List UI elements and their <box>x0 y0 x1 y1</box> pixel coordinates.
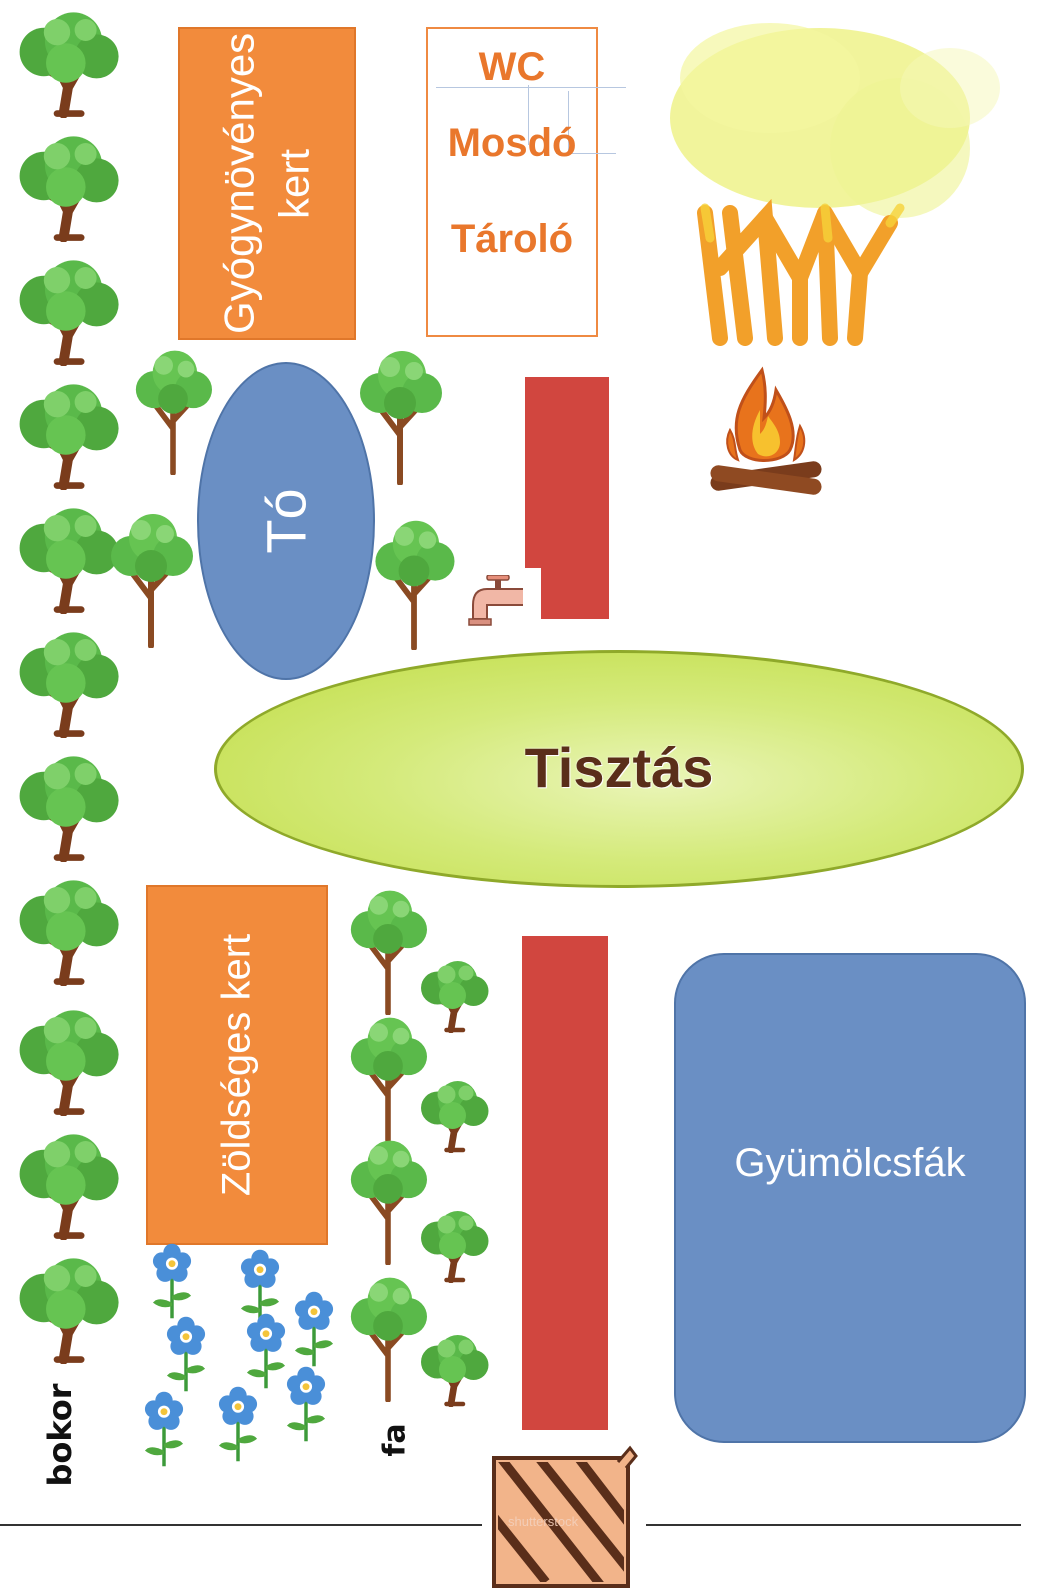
flower-icon <box>288 1290 340 1368</box>
tree-icon <box>364 515 464 650</box>
bush-icon <box>8 1254 128 1364</box>
herb-garden-area: Gyógynövényes kert <box>178 27 356 340</box>
clearing-label: Tisztás <box>524 736 714 799</box>
vegetable-garden-area: Zöldséges kert <box>146 885 328 1245</box>
building-grid-lines <box>436 87 626 88</box>
gate-icon: shutterstock <box>492 1445 638 1588</box>
clearing-area: Tisztás <box>214 650 1024 888</box>
bush-icon <box>414 1332 494 1407</box>
bush-icon <box>8 8 128 118</box>
bush-icon <box>8 380 128 490</box>
bush-icon <box>8 752 128 862</box>
boundary-line-left <box>0 1524 482 1526</box>
flower-icon <box>160 1315 212 1393</box>
tree-legend-label: fa <box>377 1423 413 1457</box>
boundary-line-right <box>646 1524 1021 1526</box>
tree-icon <box>96 508 206 648</box>
washbasin-label: Mosdó <box>447 121 577 165</box>
tent-icon <box>670 23 1000 346</box>
flower-icon <box>138 1390 190 1468</box>
bush-icon <box>8 132 128 242</box>
flower-icon <box>280 1365 332 1443</box>
pond-area: Tó <box>197 362 375 680</box>
watermark-text: shutterstock <box>508 1514 579 1529</box>
fruit-trees-label: Gyümölcsfák <box>734 1141 966 1185</box>
building-area: WC Mosdó Tároló <box>426 27 626 337</box>
bush-icon <box>8 876 128 986</box>
fence-bar-bottom <box>522 936 608 1430</box>
storage-label: Tároló <box>450 217 574 261</box>
campfire-icon <box>710 366 822 495</box>
bush-icon <box>8 1006 128 1116</box>
bush-legend-label: bokor <box>41 1383 79 1487</box>
bush-icon <box>8 1130 128 1240</box>
wc-label: WC <box>478 45 546 89</box>
bush-icon <box>8 256 128 366</box>
fruit-trees-area: Gyümölcsfák <box>674 953 1026 1443</box>
flower-icon <box>212 1385 264 1463</box>
flower-icon <box>146 1242 198 1320</box>
